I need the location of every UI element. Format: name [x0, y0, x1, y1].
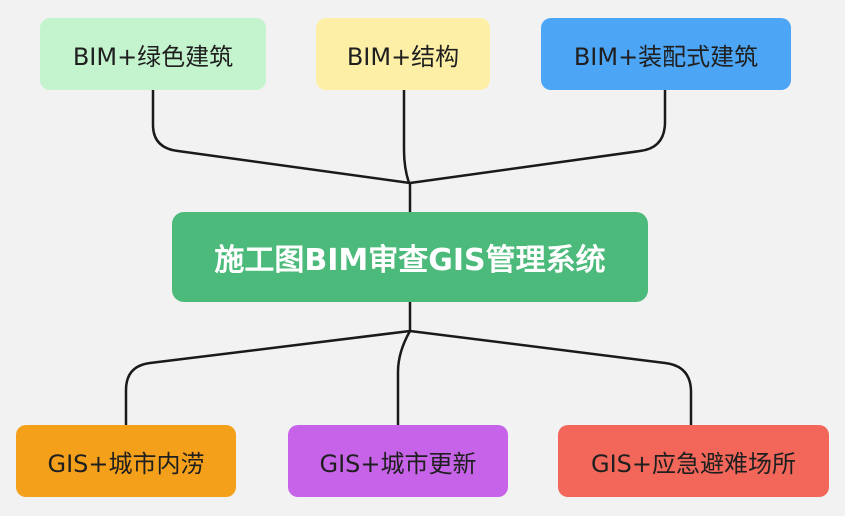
node-label: BIM+绿色建筑: [72, 42, 234, 71]
node-label: BIM+装配式建筑: [573, 42, 759, 71]
node-label: GIS+应急避难场所: [590, 449, 797, 478]
connector-top-left: [151, 88, 412, 185]
connector-bottom-left: [124, 329, 412, 427]
node-label: GIS+城市更新: [319, 449, 477, 478]
node-label: BIM+结构: [346, 42, 460, 71]
central-title: 施工图BIM审查GIS管理系统: [214, 243, 606, 278]
connector-bottom-middle: [396, 329, 412, 427]
node-gis-urban-renewal[interactable]: GIS+城市更新: [288, 425, 508, 497]
connector-top-right: [408, 88, 667, 185]
node-gis-urban-waterlogging[interactable]: GIS+城市内涝: [16, 425, 236, 497]
node-bim-structure[interactable]: BIM+结构: [316, 18, 490, 90]
node-central-system[interactable]: 施工图BIM审查GIS管理系统: [172, 212, 648, 302]
connector-bottom-right: [408, 329, 693, 427]
node-gis-emergency-shelter[interactable]: GIS+应急避难场所: [558, 425, 829, 497]
node-bim-prefab-building[interactable]: BIM+装配式建筑: [541, 18, 791, 90]
node-bim-green-building[interactable]: BIM+绿色建筑: [40, 18, 266, 90]
node-label: GIS+城市内涝: [47, 449, 205, 478]
connector-top-middle: [402, 88, 411, 185]
